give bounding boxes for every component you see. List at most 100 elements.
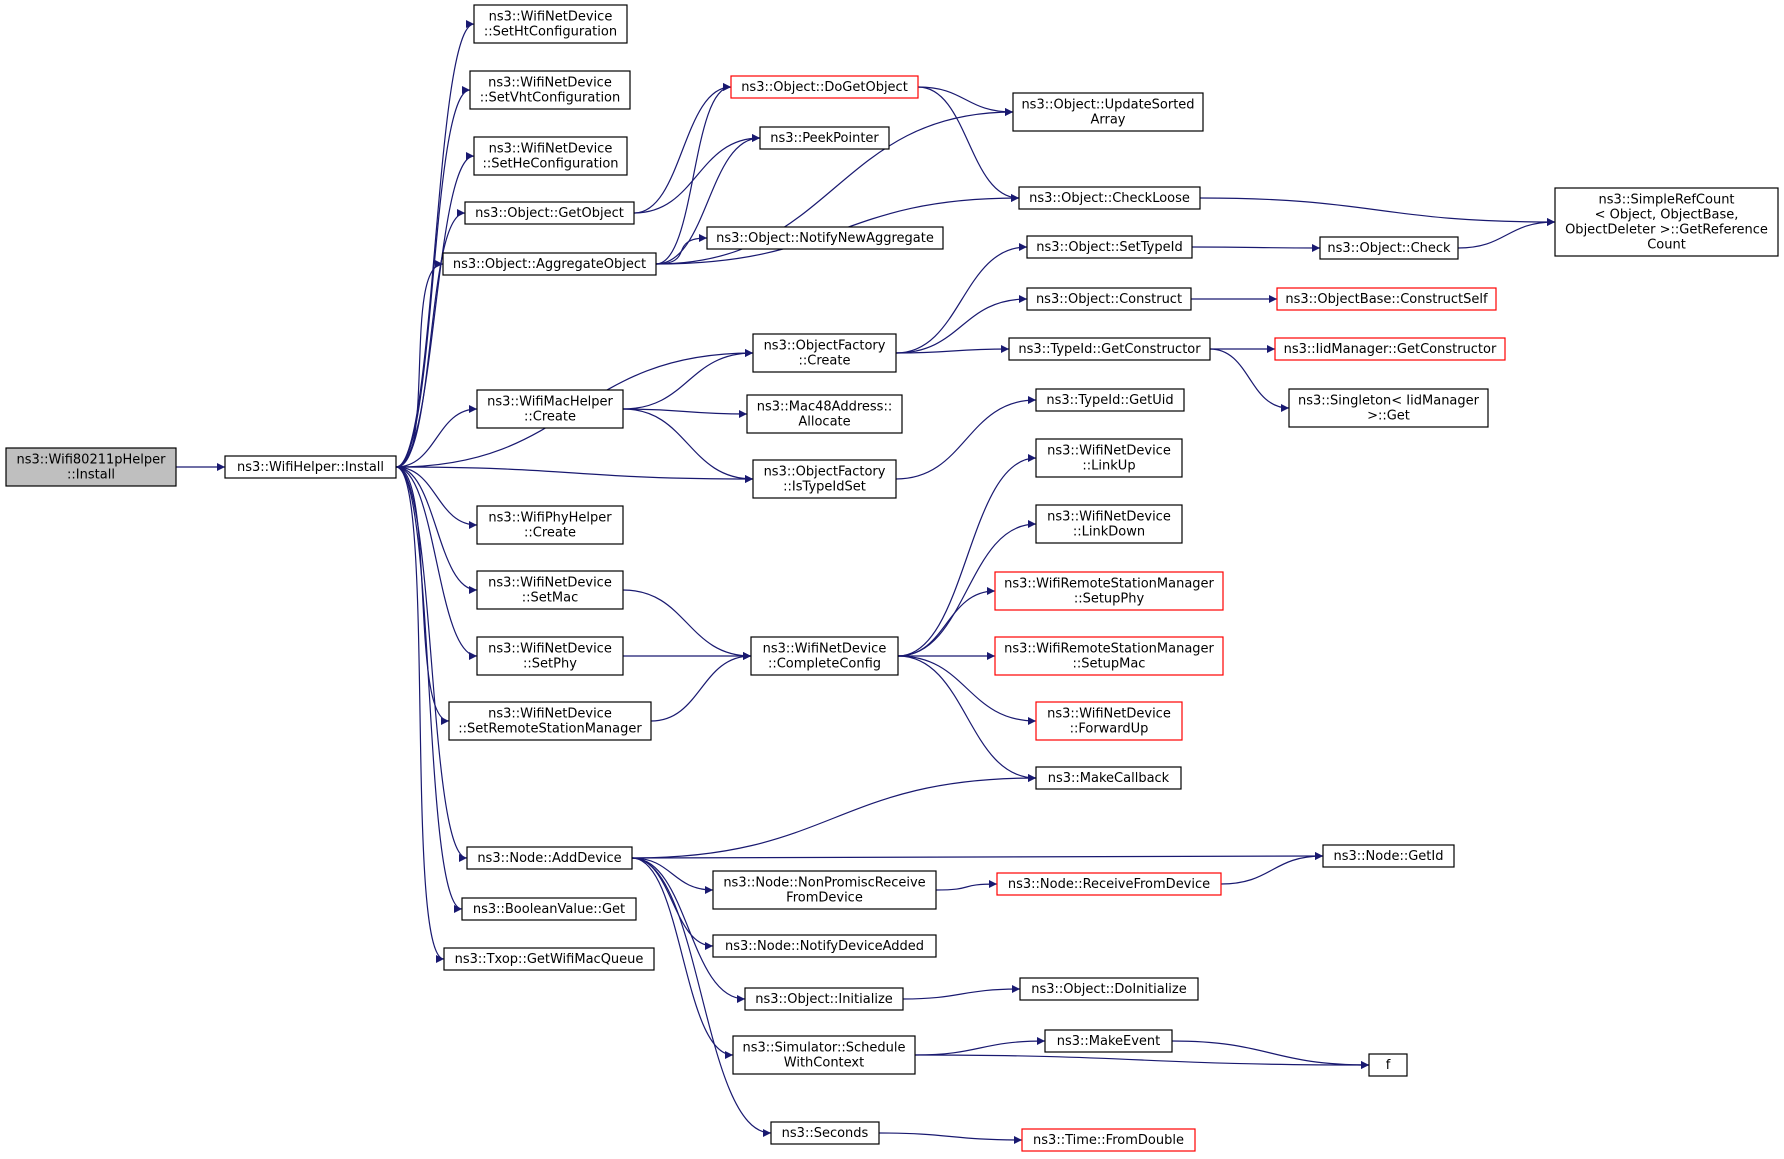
node-sethe[interactable]: ns3::WifiNetDevice::SetHeConfiguration xyxy=(473,136,628,176)
node-label: ns3::Node::NonPromiscReceive xyxy=(723,876,925,891)
node-doinitialize[interactable]: ns3::Object::DoInitialize xyxy=(1019,977,1199,1001)
node-txopgetqueue[interactable]: ns3::Txop::GetWifiMacQueue xyxy=(443,947,655,971)
edge-nonpromisc-to-receivefromdevice xyxy=(935,880,998,891)
node-linkdown[interactable]: ns3::WifiNetDevice::LinkDown xyxy=(1035,504,1183,544)
node-box xyxy=(1035,504,1183,544)
node-label: ::SetupPhy xyxy=(1074,592,1145,607)
node-initialize[interactable]: ns3::Object::Initialize xyxy=(744,987,904,1011)
edge-install-to-txopgetqueue xyxy=(395,466,445,963)
node-label: ns3::Node::ReceiveFromDevice xyxy=(1008,877,1210,892)
node-box xyxy=(994,636,1224,676)
node-box xyxy=(1012,92,1204,132)
node-label: ::SetupMac xyxy=(1073,657,1146,672)
node-box xyxy=(1554,187,1779,257)
node-setupphy[interactable]: ns3::WifiRemoteStationManager::SetupPhy xyxy=(994,571,1224,611)
node-nodegetid[interactable]: ns3::Node::GetId xyxy=(1322,844,1455,868)
edge-adddevice-to-makecallback xyxy=(631,774,1037,859)
edge-dogetobject-to-updatesorted xyxy=(917,86,1014,116)
node-peekpointer[interactable]: ns3::PeekPointer xyxy=(759,126,890,150)
node-box xyxy=(994,571,1224,611)
node-phyhelpercreate[interactable]: ns3::WifiPhyHelper::Create xyxy=(476,505,624,545)
node-box xyxy=(1035,388,1185,412)
node-label: f xyxy=(1386,1058,1391,1073)
node-label: ::SetHeConfiguration xyxy=(482,157,618,172)
node-receivefromdevice[interactable]: ns3::Node::ReceiveFromDevice xyxy=(996,872,1222,896)
node-label: ns3::TypeId::GetConstructor xyxy=(1018,342,1201,357)
node-getuid[interactable]: ns3::TypeId::GetUid xyxy=(1035,388,1185,412)
edge-aggregate-to-notifynewagg xyxy=(655,234,708,265)
node-install[interactable]: ns3::WifiHelper::Install xyxy=(224,455,397,479)
node-label: ns3::Object::UpdateSorted xyxy=(1021,98,1194,113)
node-check[interactable]: ns3::Object::Check xyxy=(1319,236,1459,260)
edge-adddevice-to-notifydeviceadded xyxy=(631,857,714,950)
node-box xyxy=(464,201,635,225)
node-box xyxy=(473,4,628,44)
node-machelpercreate[interactable]: ns3::WifiMacHelper::Create xyxy=(476,389,624,429)
node-fromdouble[interactable]: ns3::Time::FromDouble xyxy=(1021,1128,1196,1152)
edge-install-to-sethe xyxy=(395,152,475,468)
nodes-layer: ns3::Wifi80211pHelper::Install ns3::WifiH… xyxy=(5,4,1779,1152)
edge-install-to-getobject xyxy=(395,209,466,468)
node-ofcreate[interactable]: ns3::ObjectFactory::Create xyxy=(752,333,897,373)
edge-install-to-istypeidset xyxy=(395,466,754,483)
node-label: ::SetMac xyxy=(522,591,578,606)
node-label: ::SetPhy xyxy=(523,657,577,672)
node-label: ::Install xyxy=(67,468,115,483)
edge-install-to-setphy xyxy=(395,466,478,660)
node-setmac[interactable]: ns3::WifiNetDevice::SetMac xyxy=(476,570,624,610)
node-construct[interactable]: ns3::Object::Construct xyxy=(1026,287,1192,311)
node-settypeid[interactable]: ns3::Object::SetTypeId xyxy=(1026,235,1193,259)
node-root[interactable]: ns3::Wifi80211pHelper::Install xyxy=(5,447,177,487)
node-getobject[interactable]: ns3::Object::GetObject xyxy=(464,201,635,225)
node-constructself[interactable]: ns3::ObjectBase::ConstructSelf xyxy=(1276,287,1497,311)
node-label: ObjectDeleter >::GetReference xyxy=(1565,223,1768,238)
node-label: ns3::BooleanValue::Get xyxy=(473,902,625,917)
node-setremote[interactable]: ns3::WifiNetDevice::SetRemoteStationMana… xyxy=(448,701,652,741)
node-label: ns3::WifiRemoteStationManager xyxy=(1004,577,1214,592)
node-box xyxy=(1319,236,1459,260)
node-seconds[interactable]: ns3::Seconds xyxy=(770,1121,880,1145)
node-setht[interactable]: ns3::WifiNetDevice::SetHtConfiguration xyxy=(473,4,628,44)
node-aggregate[interactable]: ns3::Object::AggregateObject xyxy=(442,252,657,276)
node-simplerefcount[interactable]: ns3::SimpleRefCount< Object, ObjectBase,… xyxy=(1554,187,1779,257)
node-notifydeviceadded[interactable]: ns3::Node::NotifyDeviceAdded xyxy=(712,934,937,958)
node-label: ns3::Object::SetTypeId xyxy=(1036,240,1182,255)
node-label: ns3::Object::NotifyNewAggregate xyxy=(716,231,934,246)
node-setupmac[interactable]: ns3::WifiRemoteStationManager::SetupMac xyxy=(994,636,1224,676)
node-iidgetconstructor[interactable]: ns3::IidManager::GetConstructor xyxy=(1274,337,1506,361)
edge-install-to-booleanget xyxy=(395,466,463,913)
node-booleanget[interactable]: ns3::BooleanValue::Get xyxy=(461,897,637,921)
node-box xyxy=(476,505,624,545)
node-makeevent[interactable]: ns3::MakeEvent xyxy=(1044,1029,1173,1053)
node-linkup[interactable]: ns3::WifiNetDevice::LinkUp xyxy=(1035,438,1183,478)
node-notifynewagg[interactable]: ns3::Object::NotifyNewAggregate xyxy=(706,226,944,250)
edge-adddevice-to-initialize xyxy=(631,857,746,1003)
node-completeconfig[interactable]: ns3::WifiNetDevice::CompleteConfig xyxy=(750,636,899,676)
node-adddevice[interactable]: ns3::Node::AddDevice xyxy=(466,846,633,870)
node-singletonget[interactable]: ns3::Singleton< IidManager >::Get xyxy=(1288,388,1489,428)
node-mac48alloc[interactable]: ns3::Mac48Address::Allocate xyxy=(746,394,903,434)
edge-install-to-aggregate xyxy=(395,260,444,468)
node-forwardup[interactable]: ns3::WifiNetDevice::ForwardUp xyxy=(1035,701,1183,741)
node-label: Array xyxy=(1090,113,1125,128)
node-label: ns3::TypeId::GetUid xyxy=(1046,393,1173,408)
node-getconstructor[interactable]: ns3::TypeId::GetConstructor xyxy=(1008,337,1211,361)
node-setphy[interactable]: ns3::WifiNetDevice::SetPhy xyxy=(476,636,624,676)
node-checkloose[interactable]: ns3::Object::CheckLoose xyxy=(1018,186,1201,210)
node-box xyxy=(5,447,177,487)
node-f[interactable]: f xyxy=(1368,1053,1408,1077)
node-istypeidset[interactable]: ns3::ObjectFactory::IsTypeIdSet xyxy=(752,459,897,499)
node-box xyxy=(1288,388,1489,428)
node-label: ns3::Simulator::Schedule xyxy=(742,1041,905,1056)
node-label: ::Create xyxy=(524,526,576,541)
node-makecallback[interactable]: ns3::MakeCallback xyxy=(1035,766,1182,790)
node-label: ::SetRemoteStationManager xyxy=(458,722,642,737)
node-box xyxy=(1368,1053,1408,1077)
node-setvht[interactable]: ns3::WifiNetDevice::SetVhtConfiguration xyxy=(469,70,631,110)
node-dogetobject[interactable]: ns3::Object::DoGetObject xyxy=(730,75,919,99)
node-box xyxy=(448,701,652,741)
edge-install-to-phyhelpercreate xyxy=(395,466,478,529)
